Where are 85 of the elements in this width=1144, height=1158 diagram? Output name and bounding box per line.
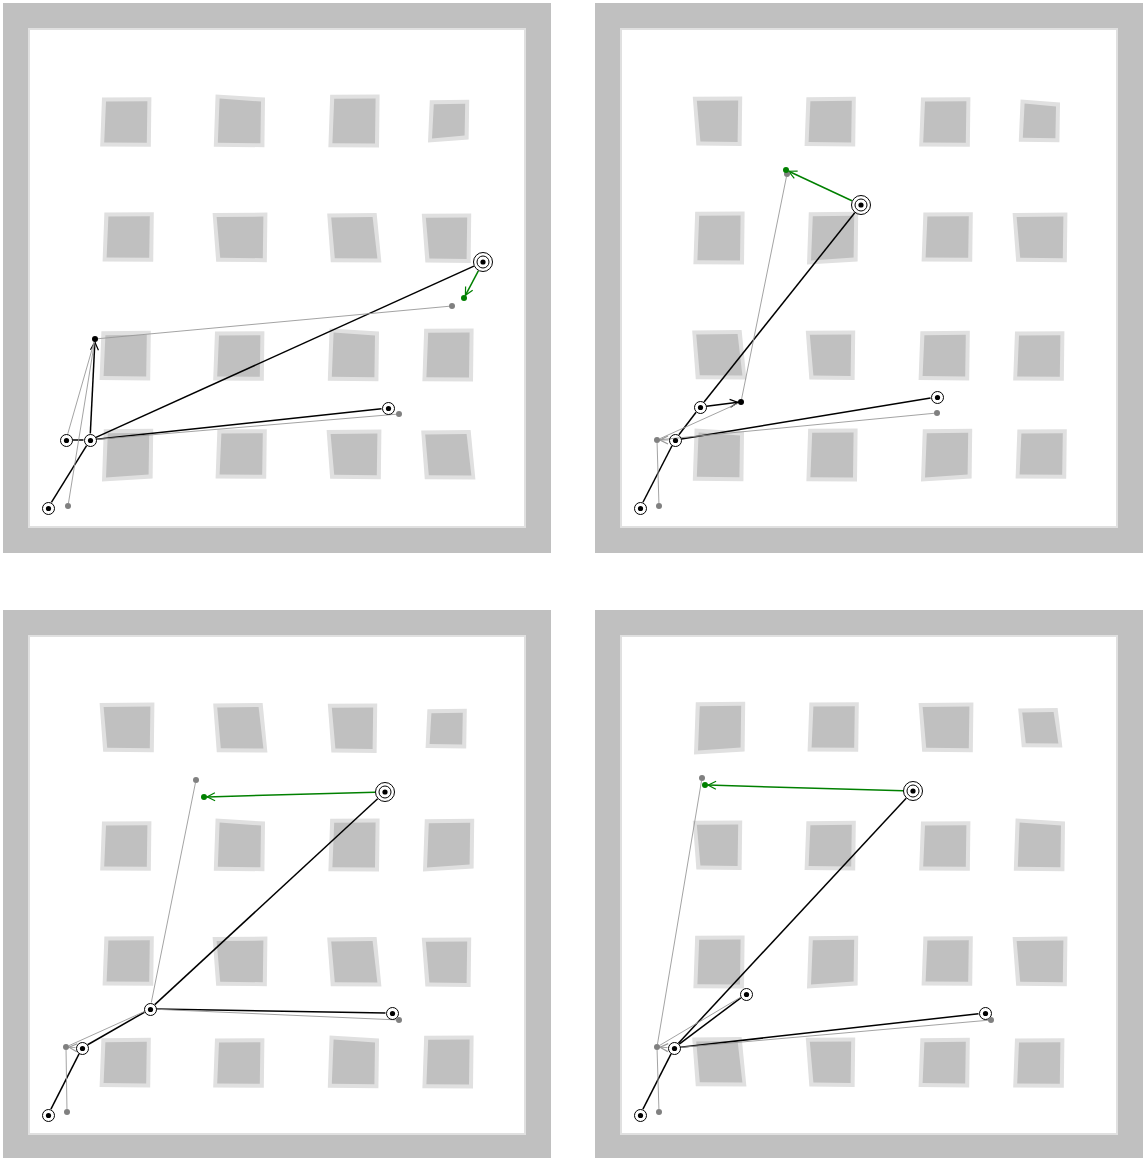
connector-line	[95, 265, 475, 439]
sample-point	[448, 302, 456, 310]
connector-line	[679, 1013, 980, 1048]
tree-node	[738, 986, 754, 1002]
arrow	[707, 780, 904, 792]
tree-node	[977, 1005, 993, 1021]
tree-node	[142, 1001, 158, 1017]
sample-point	[653, 1043, 661, 1051]
target-node	[374, 781, 396, 803]
sample-point	[91, 335, 99, 343]
sample-point	[63, 1108, 71, 1116]
connector-line	[95, 407, 383, 441]
connector-line	[659, 996, 741, 1046]
map-panel	[3, 3, 551, 553]
arrow	[659, 1043, 669, 1053]
map-panel	[595, 3, 1143, 553]
connector-line	[703, 212, 856, 403]
connector-line	[741, 176, 787, 400]
sample-point	[460, 294, 468, 302]
tree-node	[666, 1040, 682, 1056]
connector-line	[97, 305, 450, 340]
sample-point	[701, 781, 709, 789]
connector-line	[86, 1011, 146, 1046]
connector-line	[65, 1049, 68, 1110]
tree-node	[380, 400, 396, 416]
tree-node	[82, 432, 98, 448]
connector-line	[156, 1008, 397, 1021]
sample-point	[655, 1108, 663, 1116]
sample-point	[987, 1016, 995, 1024]
tree-node	[74, 1040, 90, 1056]
sample-point	[782, 166, 790, 174]
sample-point	[737, 398, 745, 406]
tree-node	[929, 389, 945, 405]
tree-node	[384, 1005, 400, 1021]
arrow	[659, 435, 669, 445]
connector-line	[71, 439, 85, 441]
map-panel	[3, 610, 551, 1158]
connector-line	[642, 445, 673, 503]
connector-line	[656, 1049, 660, 1110]
tree-node	[40, 1107, 56, 1123]
connector-line	[678, 411, 697, 436]
connector-line	[680, 397, 932, 440]
connector-line	[659, 402, 739, 440]
connector-line	[656, 442, 660, 504]
connector-line	[50, 1053, 80, 1110]
target-node	[472, 251, 494, 273]
connector-line	[154, 798, 379, 1006]
sample-point	[64, 502, 72, 510]
connector-line	[50, 444, 88, 504]
arrow	[705, 398, 739, 408]
map-panel	[595, 610, 1143, 1158]
sample-point	[395, 1016, 403, 1024]
arrow	[206, 791, 376, 802]
connector-line	[678, 997, 742, 1045]
sample-point	[192, 776, 200, 784]
connector-line	[677, 797, 907, 1044]
sample-point	[653, 436, 661, 444]
tree-node	[632, 500, 648, 516]
target-node	[850, 194, 872, 216]
connector-line	[150, 782, 196, 1004]
connector-line	[68, 1011, 145, 1047]
connector-line	[68, 341, 95, 504]
tree-node	[692, 399, 708, 415]
tree-node	[632, 1107, 648, 1123]
tree-node	[58, 432, 74, 448]
arrow	[68, 1043, 78, 1053]
connector-line	[67, 341, 95, 435]
sample-point	[698, 774, 706, 782]
connector-line	[96, 413, 397, 440]
connector-line	[657, 780, 702, 1045]
sample-point	[200, 793, 208, 801]
sample-point	[933, 409, 941, 417]
tree-node	[667, 432, 683, 448]
target-node	[902, 780, 924, 802]
arrow	[787, 170, 853, 202]
arrow	[89, 341, 100, 435]
sample-point	[395, 410, 403, 418]
connector-line	[642, 1053, 672, 1110]
connector-line	[155, 1008, 387, 1014]
sample-point	[62, 1043, 70, 1051]
connector-line	[680, 1019, 989, 1048]
tree-node	[40, 500, 56, 516]
connector-line	[659, 412, 935, 441]
sample-point	[655, 502, 663, 510]
arrow	[464, 270, 480, 297]
